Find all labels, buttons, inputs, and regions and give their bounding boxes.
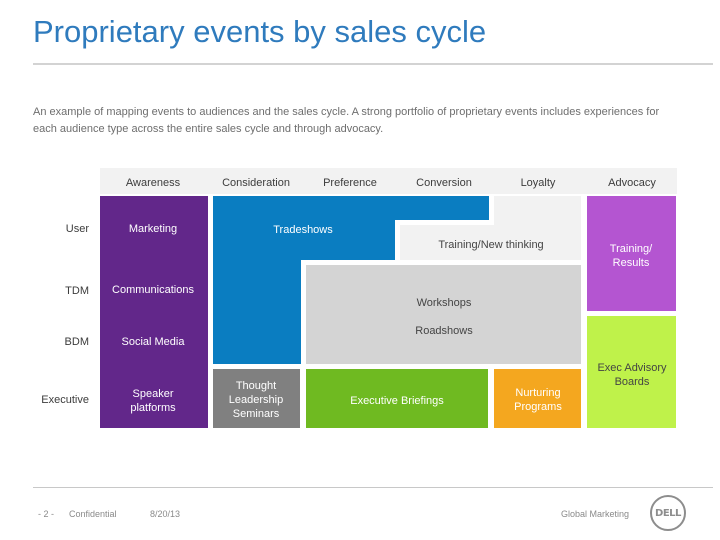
nurturing-programs-label-2: Programs — [514, 401, 562, 413]
thought-leadership-label-2: Leadership — [228, 394, 284, 406]
footer-department: Global Marketing — [561, 509, 630, 519]
exec-advisory-label-1: Exec Advisory — [597, 362, 667, 374]
awareness-marketing: Marketing — [128, 223, 178, 235]
awareness-platforms: platforms — [130, 402, 176, 414]
column-heading-conversion: Conversion — [416, 177, 472, 189]
column-heading-loyalty: Loyalty — [520, 177, 556, 189]
column-heading-advocacy: Advocacy — [608, 177, 656, 189]
row-heading-tdm: TDM — [65, 285, 89, 297]
dell-logo: DELL — [650, 495, 686, 531]
awareness-social-media: Social Media — [121, 336, 185, 348]
training-results-label-2: Results — [612, 257, 650, 269]
awareness-communications: Communications — [112, 284, 194, 296]
awareness-block — [100, 196, 208, 428]
training-new-thinking-label: Training/New thinking — [438, 239, 544, 251]
roadshows-label: Roadshows — [415, 325, 473, 337]
footer-confidential: Confidential — [69, 509, 117, 519]
awareness-speaker: Speaker — [132, 388, 174, 400]
title-divider — [33, 63, 713, 65]
row-heading-bdm: BDM — [64, 336, 89, 348]
training-results-block — [587, 196, 676, 311]
tradeshows-block-left — [213, 196, 301, 364]
footer-divider — [33, 487, 713, 488]
column-heading-preference: Preference — [323, 177, 377, 189]
executive-briefings-label: Executive Briefings — [350, 395, 444, 407]
footer-page-number: - 2 - — [38, 509, 55, 519]
exec-advisory-boards-block — [587, 316, 676, 428]
column-heading-awareness: Awareness — [125, 177, 181, 189]
nurturing-programs-label-1: Nurturing — [515, 387, 561, 399]
row-heading-user: User — [65, 223, 89, 235]
workshops-roadshows-block — [306, 265, 581, 364]
thought-leadership-block — [213, 369, 300, 428]
nurturing-programs-block — [494, 369, 581, 428]
column-header-stripe — [100, 168, 677, 194]
column-heading-consideration: Consideration — [222, 177, 290, 189]
footer-date: 8/20/13 — [150, 509, 181, 519]
tradeshows-label: Tradeshows — [273, 224, 333, 236]
thought-leadership-label-1: Thought — [235, 380, 277, 392]
slide-title: Proprietary events by sales cycle — [33, 14, 487, 49]
intro-text: An example of mapping events to audience… — [33, 106, 660, 135]
row-heading-executive: Executive — [41, 394, 89, 406]
workshops-label: Workshops — [416, 297, 472, 309]
thought-leadership-label-3: Seminars — [232, 408, 280, 420]
exec-advisory-label-2: Boards — [614, 376, 650, 388]
dell-logo-text: DELL — [655, 507, 681, 519]
training-results-label-1: Training/ — [609, 243, 653, 255]
executive-briefings-block — [306, 369, 488, 428]
training-new-thinking-block — [400, 225, 581, 260]
